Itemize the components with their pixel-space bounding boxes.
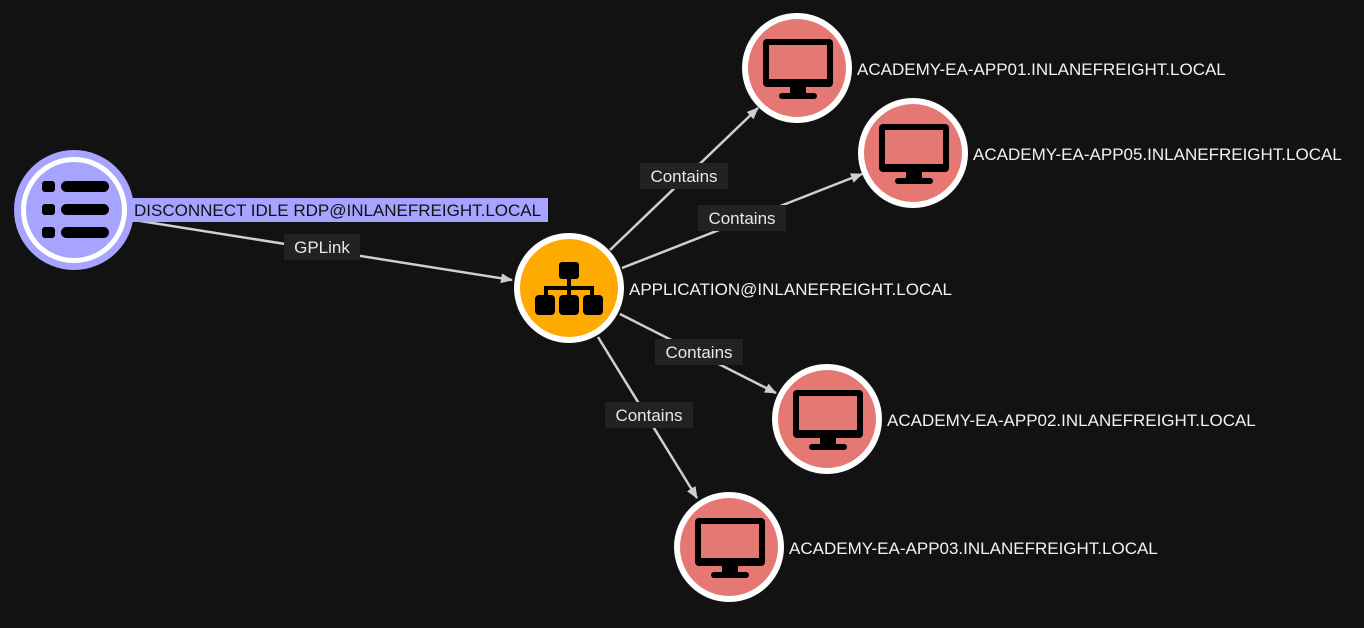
edge-label-contains-app01[interactable]: Contains <box>640 163 728 189</box>
node-gpo[interactable]: DISCONNECT IDLE RDP@INLANEFREIGHT.LOCAL <box>14 150 548 270</box>
edge-label-contains-app05[interactable]: Contains <box>698 205 786 231</box>
node-ou[interactable]: APPLICATION@INLANEFREIGHT.LOCAL <box>514 233 952 343</box>
edge-label-text: Contains <box>708 209 775 228</box>
desktop-icon <box>879 124 949 184</box>
list-icon <box>42 181 109 238</box>
desktop-icon <box>695 518 765 578</box>
node-computer-app02[interactable]: ACADEMY-EA-APP02.INLANEFREIGHT.LOCAL <box>772 364 1256 474</box>
node-label: APPLICATION@INLANEFREIGHT.LOCAL <box>629 280 952 299</box>
selected-label-highlight <box>132 198 548 222</box>
node-computer-app03[interactable]: ACADEMY-EA-APP03.INLANEFREIGHT.LOCAL <box>674 492 1158 602</box>
edge-label-contains-app03[interactable]: Contains <box>605 402 693 428</box>
sitemap-icon <box>535 262 603 315</box>
edge-label-gplink[interactable]: GPLink <box>284 234 360 260</box>
node-label: ACADEMY-EA-APP02.INLANEFREIGHT.LOCAL <box>887 411 1256 430</box>
desktop-icon <box>793 390 863 450</box>
edge-label-text: Contains <box>665 343 732 362</box>
edges <box>133 107 863 499</box>
node-label: ACADEMY-EA-APP03.INLANEFREIGHT.LOCAL <box>789 539 1158 558</box>
node-computer-app01[interactable]: ACADEMY-EA-APP01.INLANEFREIGHT.LOCAL <box>742 13 1226 123</box>
edge-label-text: Contains <box>650 167 717 186</box>
edge-label-text: Contains <box>615 406 682 425</box>
desktop-icon <box>763 39 833 99</box>
node-label: ACADEMY-EA-APP01.INLANEFREIGHT.LOCAL <box>857 60 1226 79</box>
node-computer-app05[interactable]: ACADEMY-EA-APP05.INLANEFREIGHT.LOCAL <box>858 98 1342 208</box>
node-label: ACADEMY-EA-APP05.INLANEFREIGHT.LOCAL <box>973 145 1342 164</box>
edge-label-text: GPLink <box>294 238 350 257</box>
edge-label-contains-app02[interactable]: Contains <box>655 339 743 365</box>
node-label: DISCONNECT IDLE RDP@INLANEFREIGHT.LOCAL <box>134 201 541 220</box>
